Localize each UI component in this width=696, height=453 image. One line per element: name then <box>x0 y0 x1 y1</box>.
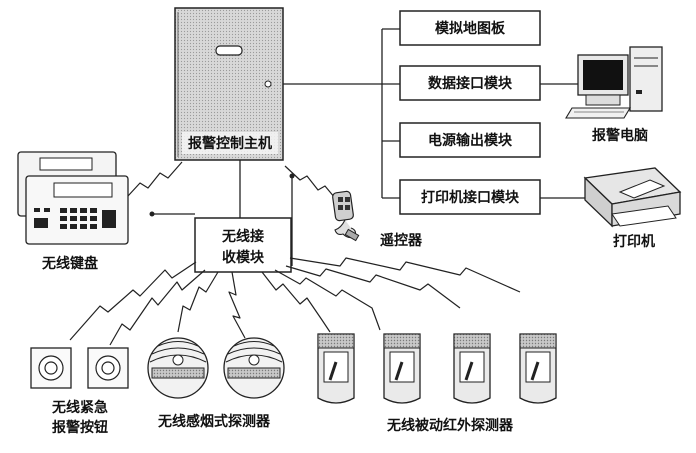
module-box: 模拟地图板 <box>399 10 541 46</box>
wireless-links <box>69 161 521 346</box>
printer-label: 打印机 <box>613 233 655 250</box>
module-label: 打印机接口模块 <box>421 189 520 206</box>
panic-label-line1: 无线紧急 <box>51 399 108 416</box>
computer-label: 报警电脑 <box>592 127 648 144</box>
receiver-label-line2: 收模块 <box>222 249 265 266</box>
panic-label-line2: 报警按钮 <box>52 419 108 436</box>
pir-detector-icon <box>317 333 355 404</box>
pir-label: 无线被动红外探测器 <box>386 417 514 434</box>
remote-label: 遥控器 <box>380 232 423 249</box>
module-label: 数据接口模块 <box>428 75 513 92</box>
pir-detector-icon <box>383 333 421 404</box>
keypad-icon <box>17 151 129 245</box>
panic-button-icon <box>30 347 72 389</box>
wired-links <box>152 28 585 266</box>
keypad-label: 无线键盘 <box>41 255 98 272</box>
cabinet-lock-icon <box>264 80 272 88</box>
smoke-detector-icon <box>223 337 285 399</box>
module-box: 打印机接口模块 <box>399 179 541 215</box>
junction-dot <box>149 211 155 217</box>
junction-dot <box>289 173 295 179</box>
panic-button-icon <box>87 347 129 389</box>
cabinet-slot <box>215 45 243 56</box>
receiver-box: 无线接 收模块 <box>194 217 292 273</box>
receiver-label-line1: 无线接 <box>221 228 264 245</box>
controller-label: 报警控制主机 <box>188 135 272 152</box>
remote-control-icon <box>332 190 360 242</box>
pir-detector-icon <box>519 333 557 404</box>
module-box: 数据接口模块 <box>399 65 541 101</box>
smoke-label: 无线感烟式探测器 <box>157 413 271 430</box>
module-label: 电源输出模块 <box>428 132 513 149</box>
smoke-detector-icon <box>147 337 209 399</box>
printer-icon <box>583 167 682 228</box>
controller-cabinet: 报警控制主机 <box>174 7 284 161</box>
computer-icon <box>565 46 663 119</box>
pir-detector-icon <box>453 333 491 404</box>
module-label: 模拟地图板 <box>435 20 506 37</box>
module-box: 电源输出模块 <box>399 122 541 158</box>
